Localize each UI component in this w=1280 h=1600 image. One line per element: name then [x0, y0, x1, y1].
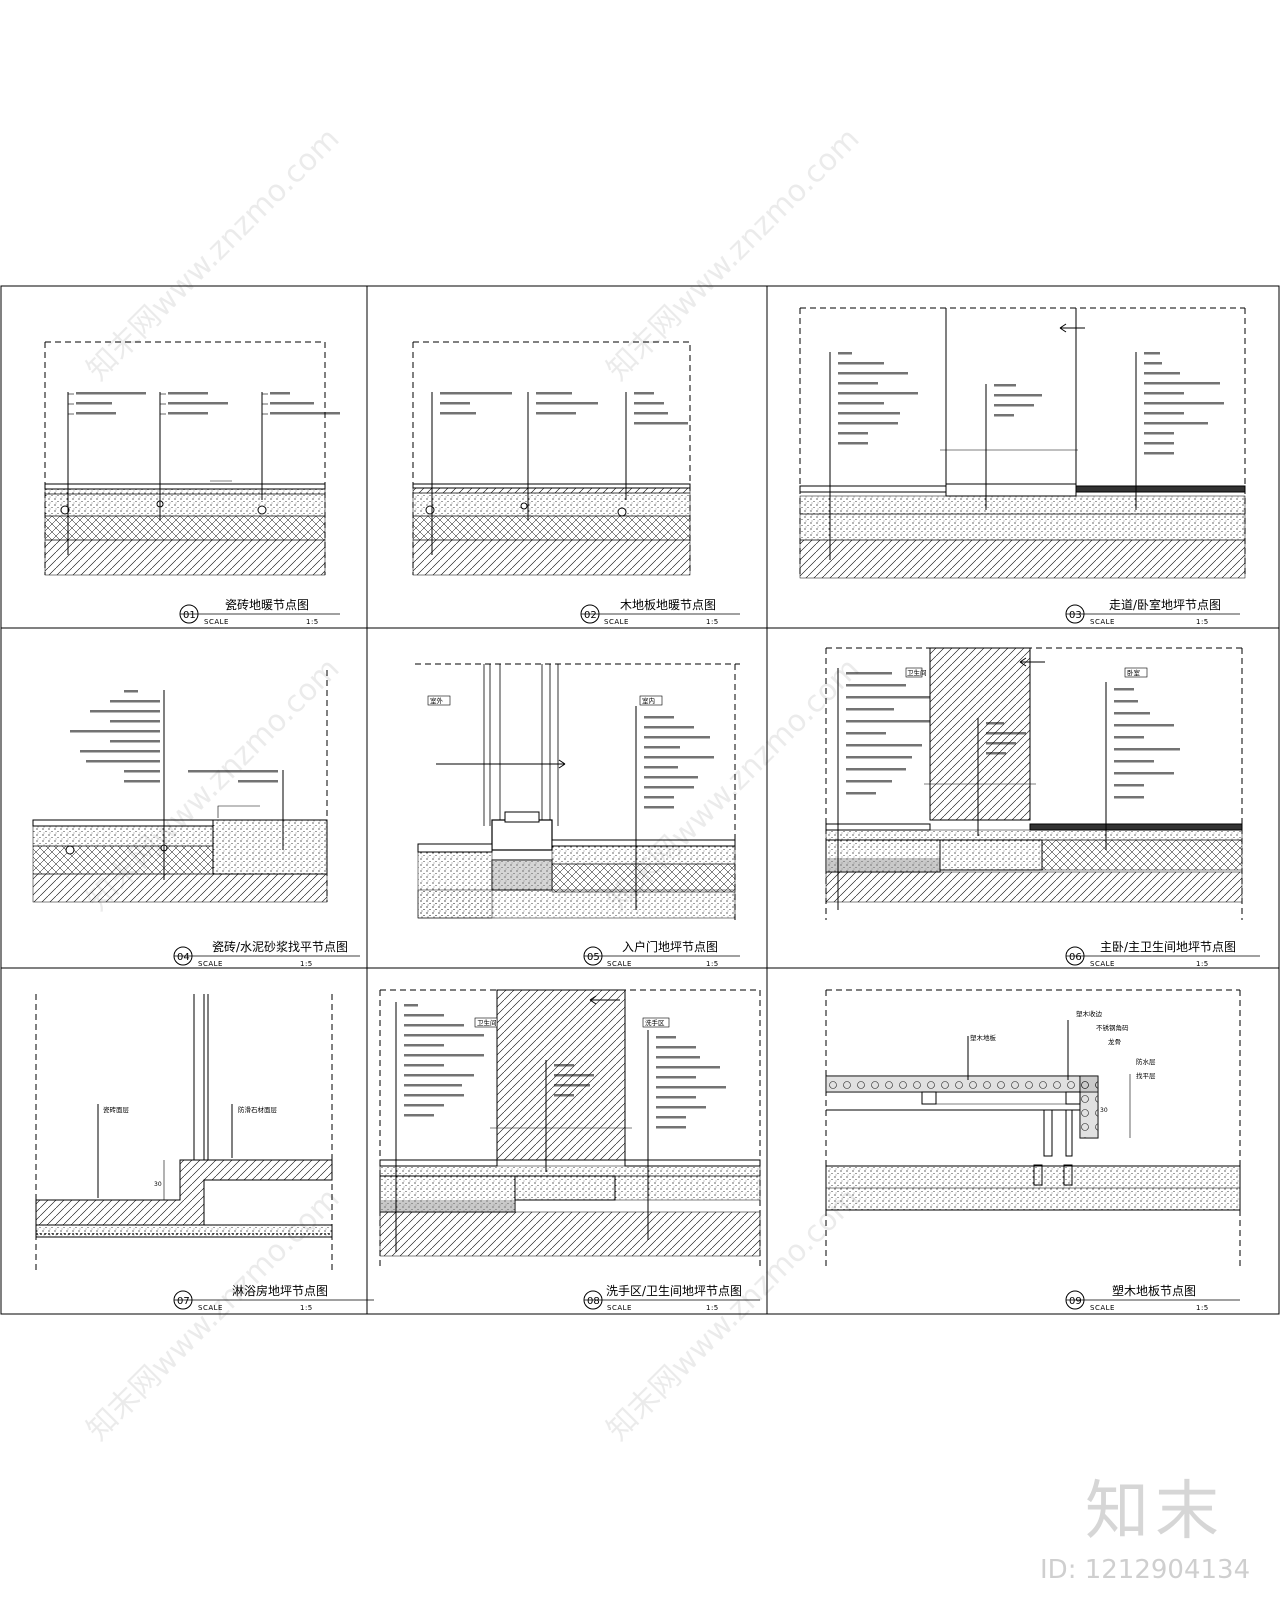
- scale-label: SCALE: [204, 618, 229, 626]
- detail-num: 01: [183, 610, 196, 621]
- scale-value: 1:5: [706, 1304, 719, 1312]
- detail-title: 瓷砖地暖节点图: [225, 597, 309, 612]
- note-joist: 龙骨: [1108, 1037, 1121, 1046]
- scale-label: SCALE: [604, 618, 629, 626]
- note-leveling: 找平层: [1136, 1071, 1156, 1080]
- scale-label: SCALE: [198, 960, 223, 968]
- detail-title: 主卧/主卫生间地坪节点图: [1100, 940, 1236, 954]
- detail-04: 04 瓷砖/水泥砂浆找平节点图 SCALE 1:5: [32, 670, 360, 968]
- scale-label: SCALE: [607, 960, 632, 968]
- detail-title: 塑木地板节点图: [1112, 1283, 1196, 1298]
- note-bracket: 不锈钢角码: [1096, 1023, 1129, 1032]
- detail-num: 08: [587, 1296, 600, 1307]
- detail-05: 室外 室内 05 入户门地坪节点图 SCALE 1:5: [415, 663, 740, 968]
- detail-num: 05: [587, 952, 600, 963]
- detail-num: 02: [584, 610, 597, 621]
- tag-bedroom: 卧室: [1127, 668, 1141, 677]
- scale-value: 1:5: [1196, 960, 1209, 968]
- detail-title: 入户门地坪节点图: [622, 939, 718, 954]
- scale-value: 1:5: [706, 960, 719, 968]
- scale-value: 1:5: [300, 960, 313, 968]
- scale-label: SCALE: [198, 1304, 223, 1312]
- scale-value: 1:5: [1196, 1304, 1209, 1312]
- note-deck: 塑木地板: [970, 1033, 997, 1042]
- detail-06: 卫生间 卧室: [825, 647, 1260, 968]
- detail-num: 09: [1069, 1296, 1082, 1307]
- tag-outdoor: 室外: [430, 696, 444, 705]
- detail-title: 木地板地暖节点图: [620, 598, 716, 612]
- dim-30: 30: [154, 1181, 162, 1188]
- scale-value: 1:5: [1196, 618, 1209, 626]
- detail-num: 06: [1069, 952, 1082, 963]
- watermark-logo: 知末: [1085, 1475, 1225, 1549]
- scale-value: 1:5: [706, 618, 719, 626]
- detail-title: 洗手区/卫生间地坪节点图: [606, 1284, 742, 1298]
- detail-num: 04: [177, 952, 190, 963]
- scale-label: SCALE: [1090, 960, 1115, 968]
- detail-02: 02 木地板地暖节点图 SCALE 1:5: [412, 341, 740, 626]
- detail-07: 瓷砖面层 防滑石材面层 30 07 淋浴房地坪节点图 SCALE 1:5: [35, 994, 374, 1312]
- note-waterproof: 防水层: [1136, 1057, 1156, 1066]
- scale-label: SCALE: [1090, 618, 1115, 626]
- detail-09: 塑木地板 塑木收边 不锈钢角码 龙骨 防水层 找平层 30 09 塑木地板节点图…: [825, 989, 1241, 1312]
- detail-08: 卫生间 洗手区: [379, 989, 761, 1312]
- detail-num: 03: [1069, 610, 1082, 621]
- note-tile-finish: 瓷砖面层: [103, 1105, 130, 1114]
- dim-30: 30: [1100, 1107, 1108, 1114]
- tag-bathroom: 卫生间: [477, 1018, 497, 1027]
- detail-title: 走道/卧室地坪节点图: [1109, 597, 1221, 612]
- tag-wash-area: 洗手区: [645, 1018, 665, 1027]
- note-stone-finish: 防滑石材面层: [238, 1105, 278, 1114]
- detail-num: 07: [177, 1296, 190, 1307]
- sheet-frame: [0, 285, 1280, 1315]
- tag-bathroom: 卫生间: [907, 668, 927, 677]
- detail-title: 淋浴房地坪节点图: [232, 1283, 328, 1298]
- scale-label: SCALE: [1090, 1304, 1115, 1312]
- watermark-id: ID: 1212904134: [1040, 1555, 1251, 1585]
- tag-indoor: 室内: [642, 696, 655, 705]
- scale-label: SCALE: [607, 1304, 632, 1312]
- detail-01: 01 瓷砖地暖节点图 SCALE 1:5: [44, 341, 340, 626]
- scale-value: 1:5: [300, 1304, 313, 1312]
- detail-03: 03 走道/卧室地坪节点图 SCALE 1:5: [799, 307, 1246, 626]
- detail-title: 瓷砖/水泥砂浆找平节点图: [212, 939, 348, 954]
- scale-value: 1:5: [306, 618, 319, 626]
- note-edge: 塑木收边: [1076, 1009, 1103, 1018]
